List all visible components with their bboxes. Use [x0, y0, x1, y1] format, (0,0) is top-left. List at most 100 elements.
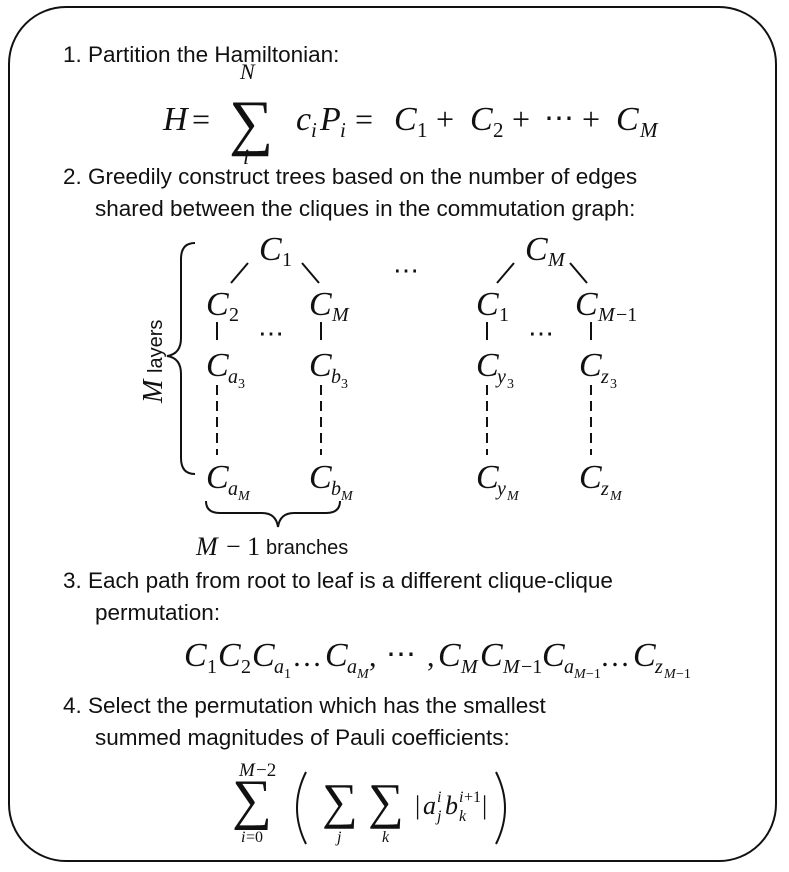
svg-text:j: j [335, 829, 342, 846]
permutation-equation: C 1 C 2 C a 1 … C a M , ⋯ , C M C M −1 C… [184, 637, 691, 682]
svg-text:C: C [579, 347, 602, 384]
tree-left-labels: C 1 C 2 C M C a 3 C b 3 C a M C b M ⋯ [206, 231, 354, 504]
tree-right [486, 262, 592, 455]
svg-text:y: y [495, 366, 506, 388]
svg-text:+: + [512, 101, 530, 137]
tree-left [216, 262, 322, 455]
svg-text:M: M [356, 667, 370, 682]
svg-text:−1: −1 [616, 304, 637, 326]
svg-text:C: C [184, 637, 207, 674]
svg-text:M: M [502, 656, 521, 678]
step-3: 3. Each path from root to leaf is a diff… [63, 565, 613, 596]
svg-text:i: i [311, 118, 317, 142]
svg-text:+: + [436, 101, 454, 137]
svg-text:k: k [382, 829, 390, 846]
svg-text:⋯: ⋯ [386, 638, 416, 671]
svg-text:M: M [460, 656, 479, 678]
step-3-line-1: Each path from root to leaf is a differe… [88, 568, 613, 593]
trees-ellipsis: ⋯ [393, 256, 419, 285]
svg-text:z: z [654, 656, 663, 678]
svg-text:H: H [162, 101, 190, 138]
svg-text:C: C [206, 286, 229, 323]
svg-text:−2: −2 [256, 760, 276, 781]
branches-label-group: M − 1 branches [195, 532, 348, 561]
svg-text:=: = [355, 101, 373, 137]
svg-text:…: … [292, 640, 322, 673]
svg-text:2: 2 [241, 656, 251, 678]
svg-text:C: C [476, 347, 499, 384]
svg-text:a: a [423, 791, 436, 820]
branches-label: branches [266, 537, 348, 559]
right-tree-ellipsis: ⋯ [528, 319, 554, 348]
svg-text:C: C [206, 459, 229, 496]
svg-text:a: a [347, 656, 357, 678]
svg-text:C: C [309, 286, 332, 323]
svg-text:c: c [296, 101, 311, 138]
step-1-number: 1. [63, 42, 82, 67]
svg-text:M: M [237, 489, 251, 504]
svg-text:N: N [239, 59, 256, 84]
left-tree-ellipsis: ⋯ [258, 319, 284, 348]
svg-text:M: M [597, 304, 616, 326]
svg-text:i: i [437, 789, 441, 806]
svg-text:1: 1 [284, 667, 291, 682]
step-2-line-1: Greedily construct trees based on the nu… [88, 164, 638, 189]
svg-text:C: C [206, 347, 229, 384]
step-4-line-2: summed magnitudes of Pauli coefficients: [95, 725, 510, 750]
svg-text:1: 1 [282, 249, 292, 271]
svg-text:3: 3 [341, 377, 348, 392]
svg-text:C: C [259, 231, 282, 268]
step-1-text: Partition the Hamiltonian: [88, 42, 340, 67]
layers-label-group: M layers [138, 320, 169, 404]
svg-text:M: M [547, 249, 566, 271]
svg-text:∑: ∑ [368, 773, 404, 829]
tree-right-labels: C M C 1 C M −1 C y 3 C z 3 C y M C z M ⋯ [476, 231, 637, 504]
svg-text:k: k [459, 808, 467, 825]
svg-text:2: 2 [229, 304, 239, 326]
svg-text:P: P [319, 101, 341, 138]
svg-text:C: C [525, 231, 548, 268]
svg-text:C: C [394, 101, 417, 138]
svg-text:2: 2 [493, 118, 504, 142]
svg-text:a: a [564, 656, 574, 678]
svg-text:b: b [331, 478, 341, 500]
branches-brace [205, 500, 341, 528]
svg-text:|: | [415, 791, 420, 820]
svg-text:+: + [582, 101, 600, 137]
svg-text:C: C [579, 459, 602, 496]
svg-text:C: C [480, 637, 503, 674]
svg-text:1: 1 [207, 656, 217, 678]
svg-text:|: | [482, 791, 487, 820]
svg-text:a: a [228, 366, 238, 388]
step-4-continuation: summed magnitudes of Pauli coefficients: [95, 722, 510, 753]
svg-text:C: C [218, 637, 241, 674]
step-2-line-2: shared between the cliques in the commut… [95, 196, 636, 221]
svg-text:− 1: − 1 [226, 532, 260, 561]
layers-brace [166, 242, 196, 475]
summation-equation: M −2 ∑ i =0 ∑ j ∑ k | a i j b i +1 k | [232, 760, 506, 846]
svg-text:M: M [506, 489, 520, 504]
svg-text:=: = [192, 101, 210, 137]
svg-text:,: , [369, 640, 377, 673]
svg-text:b: b [445, 791, 458, 820]
svg-text:C: C [476, 286, 499, 323]
svg-text:y: y [495, 478, 506, 500]
svg-text:M: M [609, 489, 623, 504]
svg-text:j: j [435, 808, 442, 825]
svg-text:⋯: ⋯ [544, 102, 574, 135]
step-3-number: 3. [63, 568, 82, 593]
step-4-number: 4. [63, 693, 82, 718]
step-2-continuation: shared between the cliques in the commut… [95, 193, 635, 224]
svg-text:i: i [243, 144, 249, 169]
svg-text:M: M [331, 304, 350, 326]
svg-text:M: M [663, 667, 677, 682]
svg-text:3: 3 [610, 377, 617, 392]
svg-text:,: , [427, 640, 435, 673]
step-1: 1. Partition the Hamiltonian: [63, 39, 339, 70]
svg-text:C: C [252, 637, 275, 674]
svg-text:M: M [195, 532, 219, 561]
svg-text:∑: ∑ [322, 773, 358, 829]
svg-text:C: C [309, 459, 332, 496]
hamiltonian-equation: H = ∑ N i c i P i = C 1 + C 2 + ⋯ + C M [162, 59, 659, 169]
svg-text:−1: −1 [676, 667, 691, 682]
